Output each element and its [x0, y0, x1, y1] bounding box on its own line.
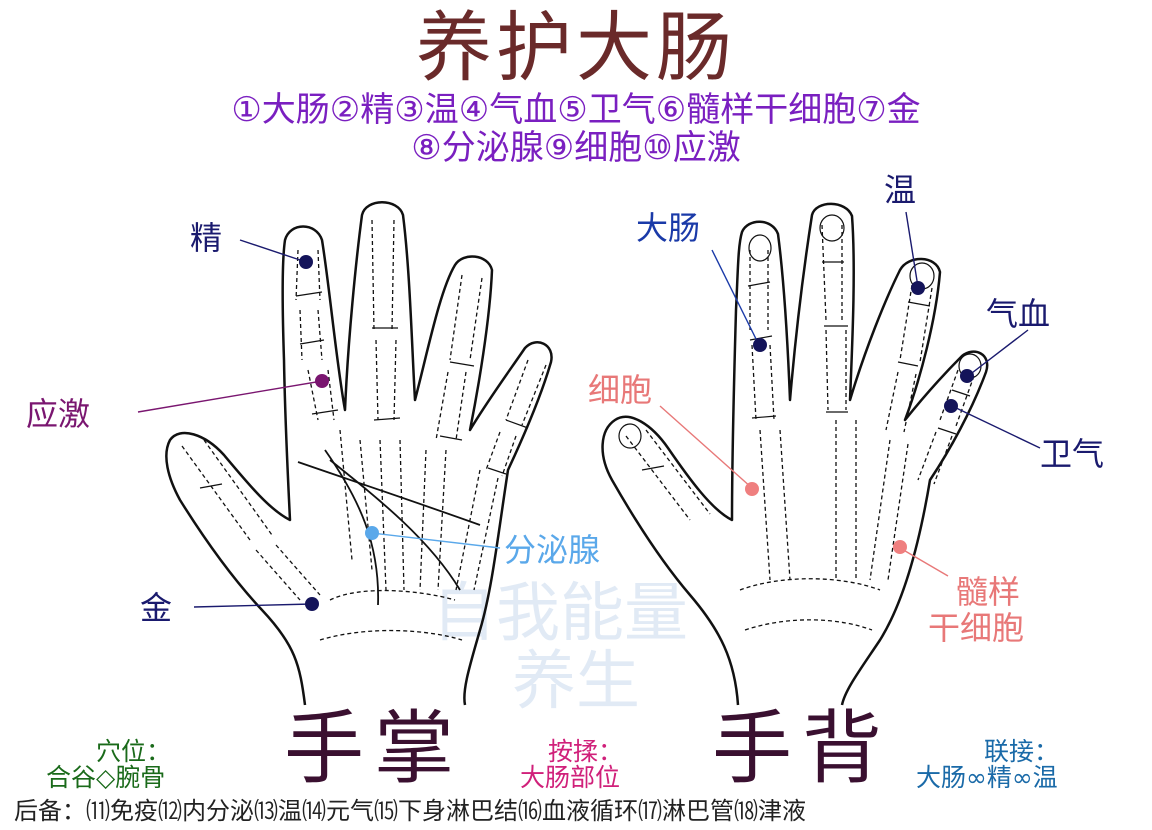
point-yingji [315, 374, 329, 388]
watermark-line-1: 自我能量 [432, 577, 688, 651]
point-qixue [960, 369, 974, 383]
watermark-line-2: 养生 [512, 645, 640, 719]
label-dachang: 大肠 [636, 209, 701, 247]
massage-value: 大肠部位 [520, 763, 621, 792]
leader-weiqi [951, 405, 1041, 449]
point-xibao [745, 482, 759, 496]
palm-crease-2 [324, 449, 379, 606]
point-wen [911, 281, 925, 295]
leader-jing [239, 239, 307, 263]
label-wen: 温 [884, 171, 917, 209]
point-weiqi [944, 399, 958, 413]
legend-line-1: ①大肠②精③温④气血⑤卫气⑥髓样干细胞⑦金 [231, 90, 921, 130]
label-suiyang-line1: 髓样 [956, 573, 1021, 611]
point-fenmixian [365, 526, 379, 540]
label-jing: 精 [190, 219, 223, 257]
page-title: 养护大肠 [416, 3, 736, 92]
point-jin [305, 597, 319, 611]
palm-crease-3 [329, 459, 461, 591]
link-value: 大肠∞精∞温 [916, 763, 1058, 792]
label-xibao: 细胞 [588, 371, 653, 409]
leader-fenmixian [371, 532, 501, 549]
palm-hand-illustration [165, 201, 553, 706]
leader-xibao [659, 405, 753, 489]
palm-hand-outline [165, 201, 553, 706]
caption-back: 手背 [712, 702, 892, 795]
massage-title: 按揉： [548, 737, 624, 766]
leader-suiyang [899, 547, 949, 577]
label-weiqi: 卫气 [1040, 435, 1105, 473]
label-suiyang-line2: 干细胞 [928, 609, 1025, 647]
leader-qixue [967, 329, 1029, 377]
link-title: 联接： [984, 737, 1060, 766]
leader-yingji [137, 380, 323, 413]
legend-line-2: ⑧分泌腺⑨细胞⑩应激 [411, 128, 741, 168]
footer-text: 后备：⑾免疫⑿内分泌⒀温⒁元气⒂下身淋巴结⒃血液循环⒄淋巴管⒅津液 [14, 797, 806, 825]
label-jin: 金 [140, 589, 173, 627]
point-jing [299, 255, 313, 269]
palm-crease-1 [297, 461, 481, 526]
point-suiyang [893, 540, 907, 554]
leader-jin [193, 603, 313, 608]
label-qixue: 气血 [986, 295, 1051, 333]
point-dachang [753, 338, 767, 352]
acupoint-value: 合谷◇腕骨 [46, 763, 166, 792]
leader-wen [905, 211, 919, 288]
acupoint-title: 穴位： [96, 737, 172, 766]
label-yingji: 应激 [26, 395, 91, 433]
label-fenmixian: 分泌腺 [504, 531, 601, 569]
back-hand-outline [601, 202, 989, 706]
leader-dachang [711, 249, 760, 346]
back-hand-illustration [601, 202, 989, 706]
caption-palm: 手掌 [284, 702, 464, 795]
